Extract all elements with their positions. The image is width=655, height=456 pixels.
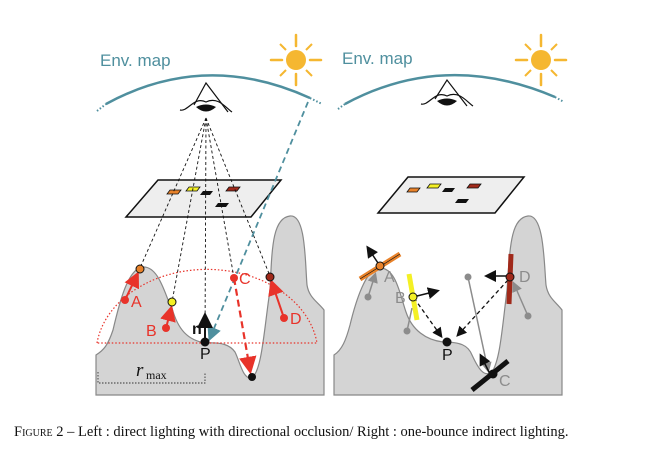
sun-icon-right xyxy=(514,33,568,87)
pixel-black-1 xyxy=(200,191,213,195)
vpl-C xyxy=(488,369,498,379)
pixel-black-2 xyxy=(215,203,229,207)
pixel-yellow-right xyxy=(426,183,442,189)
pixel-black-1-right xyxy=(442,188,455,192)
arrow-A xyxy=(124,271,140,301)
eye-icon-right xyxy=(420,78,474,107)
env-map-arc-dots-right xyxy=(309,97,323,105)
point-P xyxy=(200,337,210,347)
arrow-C xyxy=(232,277,257,375)
label-B: B xyxy=(146,323,157,340)
image-plane-right xyxy=(376,176,526,214)
pixel-darkred xyxy=(225,186,241,192)
pixel-orange xyxy=(166,189,182,195)
label-P-right: P xyxy=(442,347,453,364)
pixel-black-2-right xyxy=(455,199,469,203)
sun-ray xyxy=(207,101,309,342)
pixel-orange-right xyxy=(406,187,421,193)
label-D-right: D xyxy=(519,269,531,286)
rmax-label: r xyxy=(136,360,144,381)
env-map-arc-dots-left xyxy=(96,103,107,112)
vpl-A xyxy=(375,261,385,271)
eye-icon xyxy=(179,81,233,113)
view-rays xyxy=(139,117,271,341)
point-C-bottom xyxy=(248,373,256,381)
env-map-label: Env. map xyxy=(100,51,171,70)
label-A: A xyxy=(131,294,142,311)
point-B-red xyxy=(162,324,170,332)
rmax-bracket xyxy=(97,372,206,384)
rmax-subscript: max xyxy=(146,368,167,382)
grey-stem-A xyxy=(367,272,378,298)
label-A-right: A xyxy=(384,269,395,286)
point-D-red xyxy=(280,314,288,322)
point-B-surface xyxy=(167,297,177,307)
point-D-surface xyxy=(265,272,275,282)
env-map-arc-right-dots-left xyxy=(337,103,346,110)
vpl-B xyxy=(408,292,418,302)
label-n: n xyxy=(192,321,202,338)
env-map-arc-right-dots-right xyxy=(554,96,565,103)
label-B-right: B xyxy=(395,290,406,307)
point-C-red xyxy=(230,274,238,282)
arrow-D xyxy=(268,279,285,319)
pixel-darkred-right xyxy=(466,183,482,189)
grey-stem-B xyxy=(406,307,413,332)
bounce-B-to-P xyxy=(413,297,443,339)
grey-point-B xyxy=(403,327,411,335)
env-map-arc-right xyxy=(344,73,556,106)
env-map-label-right: Env. map xyxy=(342,49,413,68)
figure-caption-label: Figure 2 xyxy=(14,424,64,440)
figure-caption-text: – Left : direct lighting with directiona… xyxy=(63,424,569,440)
terrain-right xyxy=(333,215,563,396)
image-plane xyxy=(124,179,283,218)
figure-caption: Figure 2 – Left : direct lighting with d… xyxy=(14,424,654,441)
label-D: D xyxy=(290,311,302,328)
label-C: C xyxy=(239,271,251,288)
occlusion-hemisphere xyxy=(96,268,318,344)
grey-stem-D xyxy=(512,281,529,317)
label-P: P xyxy=(200,346,211,363)
sun-icon xyxy=(269,33,323,87)
vpl-D xyxy=(505,272,515,282)
point-A-surface xyxy=(135,264,145,274)
env-map-arc xyxy=(105,74,311,106)
right-panel: Env. map xyxy=(333,33,568,396)
bounce-D-to-P xyxy=(456,279,509,337)
point-P-right xyxy=(442,337,452,347)
normal-C xyxy=(479,353,491,375)
label-C-right: C xyxy=(499,373,511,390)
grey-point-D xyxy=(524,312,532,320)
left-panel: Env. map xyxy=(95,33,325,396)
grey-point-A xyxy=(364,293,372,301)
grey-point-C xyxy=(464,273,472,281)
point-A-red xyxy=(121,296,129,304)
